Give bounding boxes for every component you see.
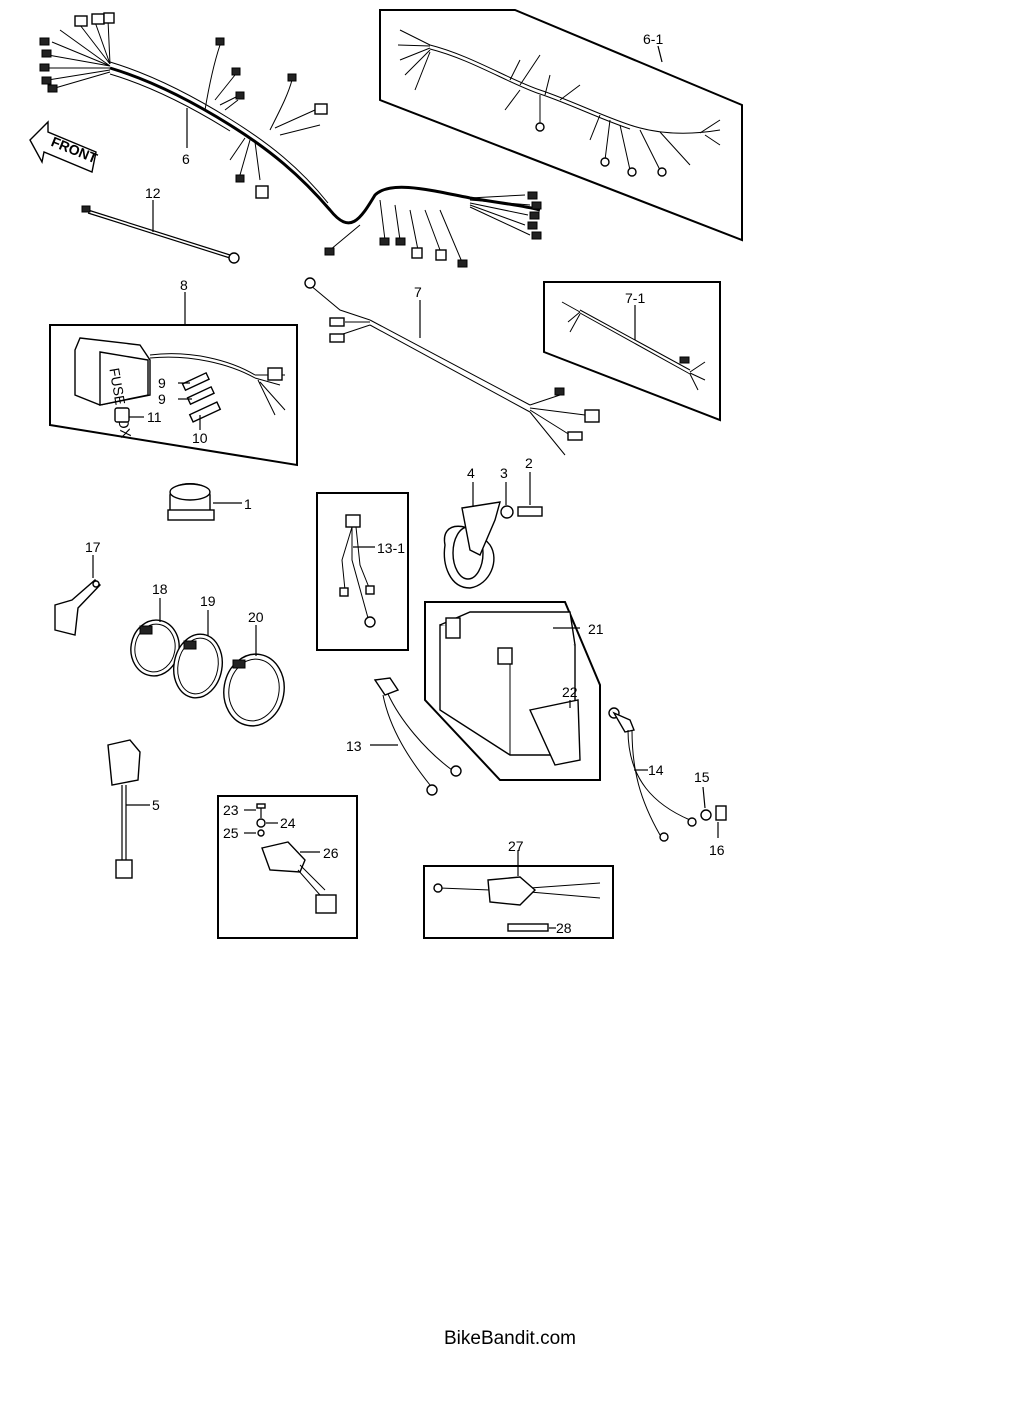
fuse-holder-27-box (423, 850, 614, 939)
battery-assembly (424, 601, 601, 781)
harness-6-1-box (379, 9, 743, 242)
label-10: 10 (192, 430, 208, 446)
label-19: 19 (200, 593, 216, 609)
label-7-1: 7-1 (625, 290, 645, 306)
bands (130, 598, 285, 727)
label-18: 18 (152, 581, 168, 597)
site-watermark: BikeBandit.com (443, 1328, 576, 1349)
label-13-1: 13-1 (377, 540, 405, 556)
label-26: 26 (323, 845, 339, 861)
label-2: 2 (525, 455, 533, 471)
label-17: 17 (85, 539, 101, 555)
label-1: 1 (244, 496, 252, 512)
label-16: 16 (709, 842, 725, 858)
label-21: 21 (588, 621, 604, 637)
bracket-17 (54, 555, 101, 636)
main-harness (39, 12, 542, 268)
label-24: 24 (280, 815, 296, 831)
cable-7 (304, 277, 600, 456)
label-3: 3 (500, 465, 508, 481)
label-8: 8 (180, 277, 188, 293)
cable-7-1-box (543, 281, 721, 422)
horn-assembly (443, 472, 543, 589)
label-6: 6 (182, 151, 190, 167)
front-arrow-icon: FRONT (29, 120, 100, 173)
harness-13-1-box (316, 492, 409, 651)
label-23: 23 (223, 802, 239, 818)
sensor-26-box (217, 795, 358, 939)
cable-14-assembly (608, 707, 727, 842)
label-22: 22 (562, 684, 578, 700)
label-13: 13 (346, 738, 362, 754)
label-6-1: 6-1 (643, 31, 663, 47)
label-15: 15 (694, 769, 710, 785)
cable-12 (81, 200, 240, 264)
label-14: 14 (648, 762, 664, 778)
label-25: 25 (223, 825, 239, 841)
label-9a: 9 (158, 375, 166, 391)
label-4: 4 (467, 465, 475, 481)
label-27: 27 (508, 838, 524, 854)
label-11: 11 (147, 409, 162, 425)
relay-1 (167, 483, 242, 521)
label-7: 7 (414, 284, 422, 300)
harness-5 (107, 739, 150, 879)
cable-13 (370, 677, 462, 796)
label-20: 20 (248, 609, 264, 625)
label-9b: 9 (158, 391, 166, 407)
label-5: 5 (152, 797, 160, 813)
label-12: 12 (145, 185, 161, 201)
fuse-box-assembly: FUSE BOX (49, 292, 298, 467)
label-28: 28 (556, 920, 572, 936)
